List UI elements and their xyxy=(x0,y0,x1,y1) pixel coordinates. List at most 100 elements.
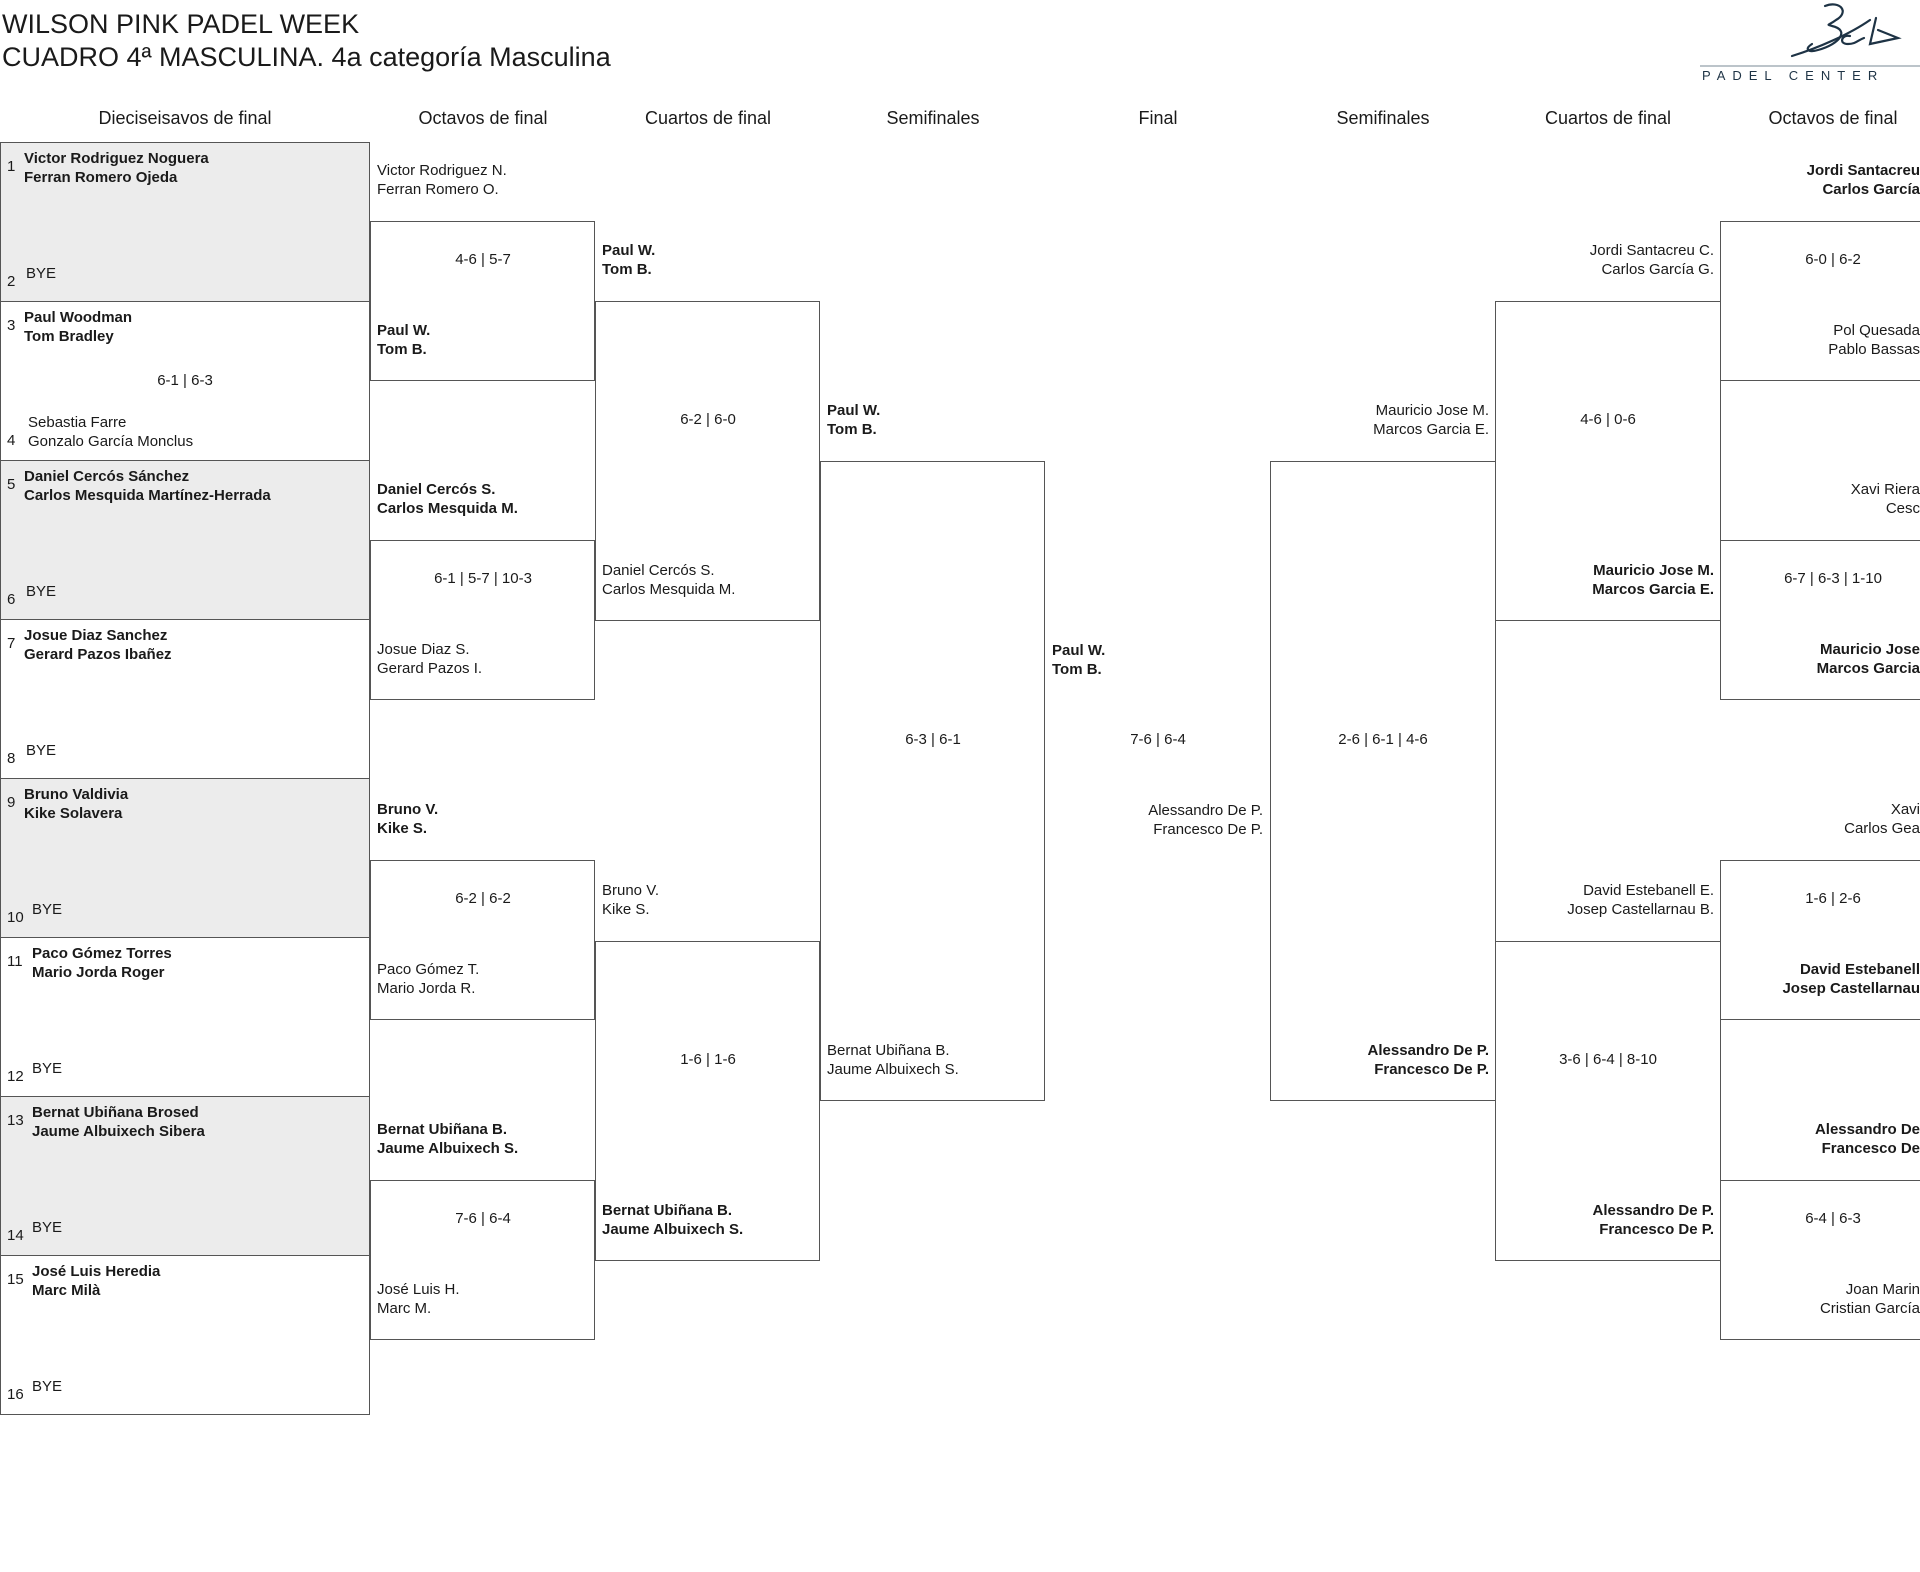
team-name: Marc Milà xyxy=(32,1282,101,1299)
round-header: Octavos de final xyxy=(418,108,548,128)
bye-label: BYE xyxy=(26,742,57,759)
match-box-r16 xyxy=(1720,860,1920,1020)
team-name: Pol Quesada xyxy=(1833,322,1920,339)
team-name: Marcos Garcia E. xyxy=(1592,581,1714,598)
seed-number: 2 xyxy=(7,273,16,290)
team-name: Mauricio Jose M. xyxy=(1375,402,1489,419)
team-name: Mario Jorda R. xyxy=(377,980,476,997)
match-score: 3-6 | 6-4 | 8-10 xyxy=(1559,1051,1657,1068)
team-name: Carlos Gea xyxy=(1844,820,1920,837)
team-name: Mario Jorda Roger xyxy=(32,964,165,981)
match-box-r32 xyxy=(0,1255,370,1415)
round-header: Semifinales xyxy=(886,108,980,128)
match-box-qf xyxy=(595,941,820,1261)
team-name: Josep Castellarnau B. xyxy=(1567,901,1714,918)
team-name: Marcos Garcia xyxy=(1816,660,1920,677)
team-name: Tom B. xyxy=(377,341,427,358)
team-name: Alessandro De P. xyxy=(1367,1042,1489,1059)
team-name: Marc M. xyxy=(377,1300,432,1317)
team-name: Paul W. xyxy=(602,242,656,259)
match-score: 6-1 | 5-7 | 10-3 xyxy=(434,570,532,587)
team-name: Kike S. xyxy=(377,820,428,837)
match-box-r16 xyxy=(1720,540,1920,700)
round-header: Dieciseisavos de final xyxy=(98,108,272,128)
seed-number: 13 xyxy=(7,1112,24,1129)
team-name: Josue Diaz Sanchez xyxy=(24,627,168,644)
team-name: Victor Rodriguez N. xyxy=(377,162,507,179)
match-box-r32 xyxy=(0,778,370,938)
team-name: Jaume Albuixech S. xyxy=(827,1061,959,1078)
team-name: Jordi Santacreu C. xyxy=(1589,242,1714,259)
seed-number: 15 xyxy=(7,1271,24,1288)
team-name: Gerard Pazos Ibañez xyxy=(24,646,172,663)
team-name: Mauricio Jose M. xyxy=(1593,562,1714,579)
match-box-r16 xyxy=(370,540,595,700)
team-name: Ferran Romero O. xyxy=(377,181,499,198)
seed-number: 12 xyxy=(7,1068,24,1085)
seed-number: 7 xyxy=(7,635,16,652)
seed-number: 11 xyxy=(7,953,23,970)
team-name: José Luis H. xyxy=(377,1281,460,1298)
team-name: Jaume Albuixech Sibera xyxy=(32,1123,205,1140)
team-name: José Luis Heredia xyxy=(32,1263,161,1280)
team-name: Francesco De xyxy=(1821,1140,1920,1157)
team-name: Xavi Riera xyxy=(1850,481,1920,498)
team-name: Bruno Valdivia xyxy=(24,786,129,803)
match-score: 1-6 | 1-6 xyxy=(680,1051,736,1068)
team-name: Sebastia Farre xyxy=(28,414,127,431)
match-score: 6-0 | 6-2 xyxy=(1805,251,1861,268)
team-name: Paco Gómez Torres xyxy=(32,945,172,962)
team-name: Tom B. xyxy=(1052,661,1102,678)
team-name: Joan Marin xyxy=(1845,1281,1920,1298)
seed-number: 16 xyxy=(7,1386,24,1403)
round-header: Cuartos de final xyxy=(644,108,772,128)
team-name: Bernat Ubiñana B. xyxy=(377,1121,508,1138)
seed-number: 8 xyxy=(7,750,16,767)
team-name: Tom B. xyxy=(602,261,652,278)
match-score: 6-3 | 6-1 xyxy=(905,731,961,748)
seed-number: 3 xyxy=(7,317,16,334)
seed-number: 4 xyxy=(7,432,16,449)
team-name: Daniel Cercós S. xyxy=(377,481,496,498)
round-header: Cuartos de final xyxy=(1544,108,1672,128)
match-box-sf xyxy=(1270,461,1496,1101)
match-score: 6-7 | 6-3 | 1-10 xyxy=(1784,570,1882,587)
bye-label: BYE xyxy=(32,1060,63,1077)
team-name: Alessandro De xyxy=(1814,1121,1920,1138)
match-box-r16 xyxy=(370,1180,595,1340)
team-name: Kike S. xyxy=(602,901,650,918)
match-box-r16 xyxy=(370,860,595,1020)
team-name: Carlos Mesquida Martínez-Herrada xyxy=(24,487,271,504)
team-name: Jordi Santacreu xyxy=(1806,162,1920,179)
team-name: Bernat Ubiñana B. xyxy=(827,1042,950,1059)
match-box-r16 xyxy=(1720,221,1920,381)
seed-number: 6 xyxy=(7,591,16,608)
team-name: Cesc xyxy=(1885,500,1920,517)
logo-text: PADEL CENTER xyxy=(1702,68,1885,83)
match-score: 7-6 | 6-4 xyxy=(1130,731,1186,748)
match-score: 7-6 | 6-4 xyxy=(455,1210,511,1227)
seed-number: 9 xyxy=(7,794,16,811)
match-box-r32 xyxy=(0,460,370,620)
team-name: Gerard Pazos I. xyxy=(377,660,483,677)
bye-label: BYE xyxy=(32,1378,63,1395)
team-name: Bernat Ubiñana Brosed xyxy=(32,1104,199,1121)
match-score: 6-1 | 6-3 xyxy=(157,372,213,389)
team-name: Xavi xyxy=(1890,801,1920,818)
team-name: Francesco De P. xyxy=(1153,821,1263,838)
team-name: Victor Rodriguez Noguera xyxy=(24,150,209,167)
match-score: 6-2 | 6-0 xyxy=(680,411,736,428)
bye-label: BYE xyxy=(26,265,57,282)
team-name: Paul W. xyxy=(377,322,431,339)
match-box-qf xyxy=(595,301,820,621)
club-logo: PADEL CENTER xyxy=(1700,0,1920,86)
team-name: Bernat Ubiñana B. xyxy=(602,1202,733,1219)
signature-logo-icon xyxy=(1700,3,1920,67)
match-score: 4-6 | 5-7 xyxy=(455,251,511,268)
team-name: David Estebanell xyxy=(1799,961,1920,978)
team-name: Paul Woodman xyxy=(24,309,133,326)
team-name: Paul W. xyxy=(827,402,881,419)
match-score: 6-2 | 6-2 xyxy=(455,890,511,907)
match-box-qf xyxy=(1495,301,1721,621)
team-name: Kike Solavera xyxy=(24,805,123,822)
